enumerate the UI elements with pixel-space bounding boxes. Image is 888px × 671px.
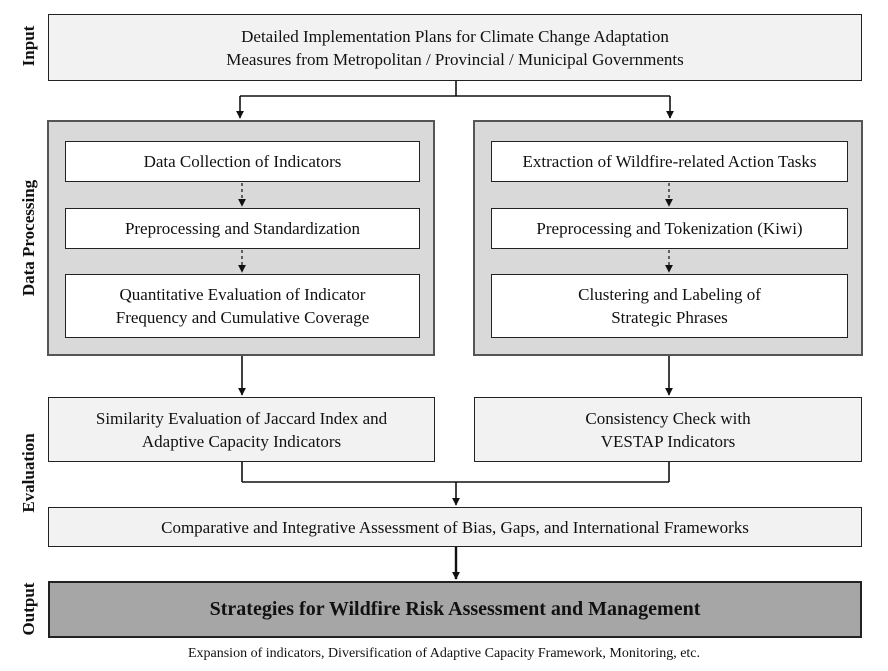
input-box-line1: Detailed Implementation Plans for Climat… [241, 26, 669, 46]
right-step1-label: Extraction of Wildfire-related Action Ta… [522, 152, 817, 171]
left-step3-line1: Quantitative Evaluation of Indicator [119, 285, 366, 304]
right-step3-line1: Clustering and Labeling of [578, 285, 761, 304]
output-title: Strategies for Wildfire Risk Assessment … [209, 598, 701, 620]
right-step3-line2: Strategic Phrases [611, 308, 728, 327]
evaluation-right-line1: Consistency Check with [585, 408, 751, 428]
input-box: Detailed Implementation Plans for Climat… [48, 14, 862, 81]
right-step2-label: Preprocessing and Tokenization (Kiwi) [536, 219, 803, 238]
right-step-extraction: Extraction of Wildfire-related Action Ta… [491, 141, 848, 182]
left-step3-line2: Frequency and Cumulative Coverage [115, 308, 370, 327]
right-step-tokenization: Preprocessing and Tokenization (Kiwi) [491, 208, 848, 249]
integrative-assessment-box: Comparative and Integrative Assessment o… [48, 507, 862, 547]
input-box-line2: Measures from Metropolitan / Provincial … [226, 49, 684, 69]
output-footnote: Expansion of indicators, Diversification… [187, 646, 701, 661]
left-step-data-collection: Data Collection of Indicators [65, 141, 420, 182]
output-box: Strategies for Wildfire Risk Assessment … [48, 581, 862, 638]
right-step-clustering: Clustering and Labeling of Strategic Phr… [491, 274, 848, 338]
left-step-quantitative-evaluation: Quantitative Evaluation of Indicator Fre… [65, 274, 420, 338]
integrative-assessment-label: Comparative and Integrative Assessment o… [161, 517, 749, 537]
evaluation-right-line2: VESTAP Indicators [600, 431, 736, 451]
left-step2-label: Preprocessing and Standardization [124, 219, 361, 238]
evaluation-left-line1: Similarity Evaluation of Jaccard Index a… [95, 408, 388, 428]
left-step1-label: Data Collection of Indicators [143, 152, 342, 171]
evaluation-left-line2: Adaptive Capacity Indicators [141, 431, 342, 451]
evaluation-similarity-box: Similarity Evaluation of Jaccard Index a… [48, 397, 435, 462]
left-step-preprocessing: Preprocessing and Standardization [65, 208, 420, 249]
evaluation-consistency-box: Consistency Check with VESTAP Indicators [474, 397, 862, 462]
